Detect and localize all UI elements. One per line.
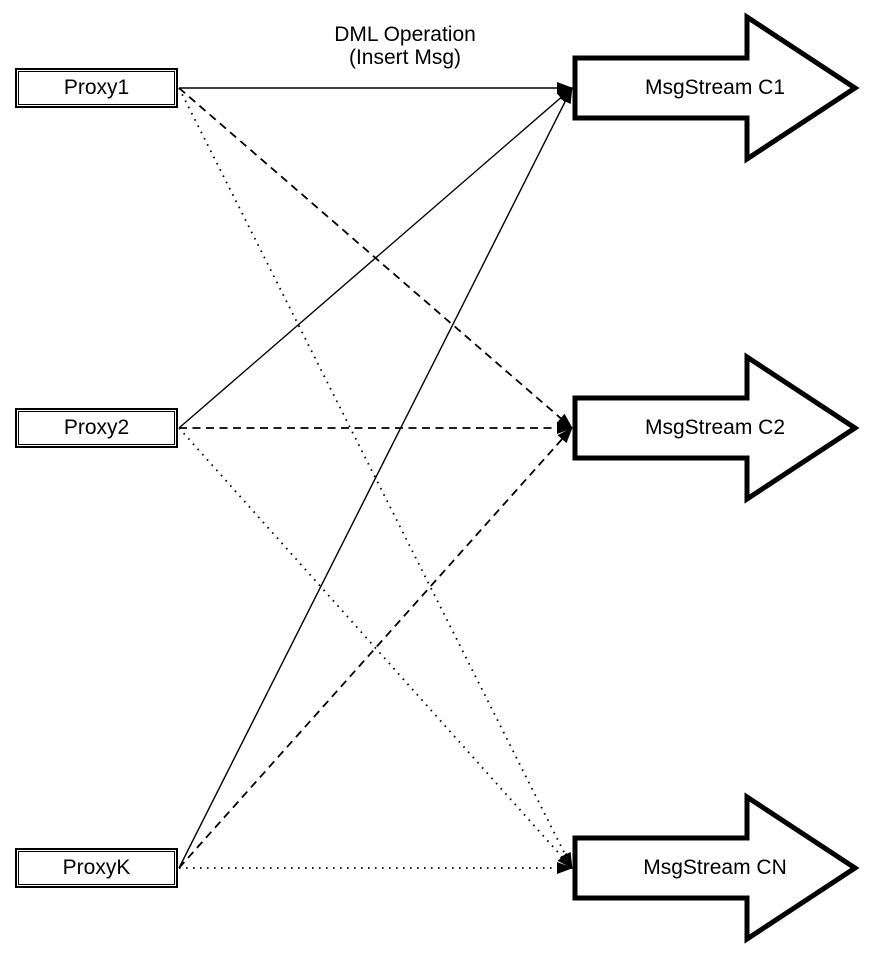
edge-proxyk-c2 <box>178 427 573 869</box>
msgstream-c2-arrow-shape <box>572 352 860 504</box>
proxyk-label: ProxyK <box>62 855 131 879</box>
edge-proxyk-c1 <box>178 87 573 869</box>
proxy1-label: Proxy1 <box>63 75 130 99</box>
annotation-line1: DML Operation <box>334 23 476 46</box>
edge-annotation: DML Operation (Insert Msg) <box>285 23 525 69</box>
proxyk-box: ProxyK <box>15 848 178 888</box>
msgstream-c1-arrow-shape <box>572 12 860 164</box>
edge-proxy1-c2 <box>178 87 573 429</box>
msgstream-cn-arrow-shape <box>572 792 860 944</box>
msgstream-cn-label: MsgStream CN <box>643 856 787 879</box>
msgstream-c1-label: MsgStream C1 <box>644 76 786 99</box>
proxy2-box: Proxy2 <box>15 408 178 448</box>
msgstream-c2-label: MsgStream C2 <box>644 416 786 439</box>
edges-layer <box>178 82 573 874</box>
edge-proxy2-cn <box>178 427 573 869</box>
annotation-line2: (Insert Msg) <box>348 46 461 69</box>
proxy2-label: Proxy2 <box>63 415 130 439</box>
proxy1-box: Proxy1 <box>15 68 178 108</box>
